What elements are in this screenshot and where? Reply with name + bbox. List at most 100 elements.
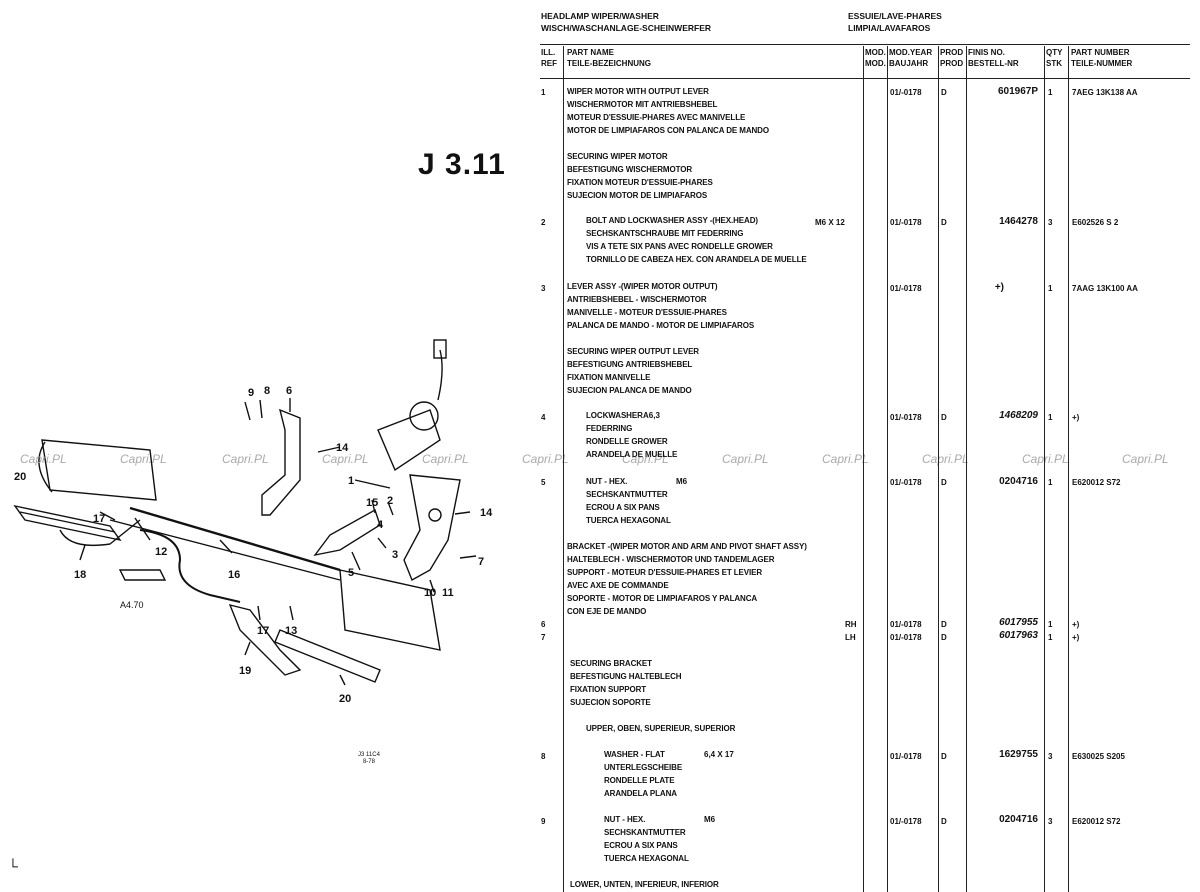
model-year: 01/-0178 bbox=[890, 817, 922, 826]
qty: 3 bbox=[1048, 218, 1053, 227]
row-ref: 5 bbox=[541, 478, 546, 487]
col-divider bbox=[1044, 46, 1045, 892]
title-en-de: HEADLAMP WIPER/WASHER WISCH/WASCHANLAGE-… bbox=[541, 10, 711, 34]
svg-text:11: 11 bbox=[442, 587, 454, 599]
svg-text:19: 19 bbox=[239, 665, 251, 677]
prod: D bbox=[941, 633, 947, 642]
qty: 1 bbox=[1048, 620, 1053, 629]
qty: 1 bbox=[1048, 633, 1053, 642]
table-top-rule bbox=[540, 44, 1190, 45]
part-number: +) bbox=[1072, 633, 1080, 642]
right-wiper-blade-shape bbox=[274, 629, 381, 683]
part-number: +) bbox=[1072, 413, 1080, 422]
svg-text:15: 15 bbox=[366, 497, 378, 509]
svg-text:6: 6 bbox=[286, 385, 292, 397]
row-ref: 7 bbox=[541, 633, 546, 642]
model-year: 01/-0178 bbox=[890, 284, 922, 293]
svg-text:16: 16 bbox=[228, 569, 240, 581]
header-model: MOD.MOD. bbox=[865, 48, 886, 68]
watermark-5: Capri.PL bbox=[422, 452, 469, 466]
part-number: 7AEG 13K138 AA bbox=[1072, 88, 1138, 97]
row-ref: 6 bbox=[541, 620, 546, 629]
svg-text:18: 18 bbox=[74, 569, 86, 581]
finis-no: 0204716 bbox=[999, 476, 1038, 487]
title-es: LIMPIA/LAVAFAROS bbox=[848, 23, 931, 33]
upper-bracket-shape bbox=[261, 408, 301, 516]
watermark-8: Capri.PL bbox=[722, 452, 769, 466]
row-ref: 8 bbox=[541, 752, 546, 761]
model-year: 01/-0178 bbox=[890, 88, 922, 97]
watermark-9: Capri.PL bbox=[822, 452, 869, 466]
title-en: HEADLAMP WIPER/WASHER bbox=[541, 11, 659, 21]
drawing-code-line-2: 8-78 bbox=[362, 759, 375, 765]
spec: 6,4 X 17 bbox=[704, 750, 734, 759]
col-divider bbox=[887, 46, 888, 892]
watermark-6: Capri.PL bbox=[522, 452, 569, 466]
qty: 1 bbox=[1048, 478, 1053, 487]
left-wiper-blade-shape bbox=[13, 504, 122, 542]
svg-text:12: 12 bbox=[155, 546, 167, 558]
part-number: E630025 S205 bbox=[1072, 752, 1125, 761]
ref-note: A4.70 bbox=[120, 600, 144, 610]
col-divider bbox=[966, 46, 967, 892]
row-ref: 1 bbox=[541, 88, 546, 97]
watermark-10: Capri.PL bbox=[922, 452, 969, 466]
finis-no: 1468209 bbox=[999, 410, 1038, 421]
row-ref: 3 bbox=[541, 284, 546, 293]
title-fr-es: ESSUIE/LAVE-PHARES LIMPIA/LAVAFAROS bbox=[848, 10, 942, 34]
sub-heading: UPPER, OBEN, SUPERIEUR, SUPERIOR bbox=[586, 724, 736, 733]
motor-bracket-shape bbox=[403, 474, 461, 581]
title-de: WISCH/WASCHANLAGE-SCHEINWERFER bbox=[541, 23, 711, 33]
model-year: 01/-0178 bbox=[890, 218, 922, 227]
wiper-motor-shape bbox=[377, 409, 441, 472]
prod: D bbox=[941, 88, 947, 97]
finis-no: 1464278 bbox=[999, 216, 1038, 227]
row-ref: 4 bbox=[541, 413, 546, 422]
header-finis: FINIS NO.BESTELL-NR bbox=[968, 48, 1019, 68]
right-wiper-arm-shape bbox=[228, 603, 302, 676]
output-lever-shape bbox=[313, 508, 381, 557]
title-fr: ESSUIE/LAVE-PHARES bbox=[848, 11, 942, 21]
left-headlamp-shape bbox=[41, 439, 157, 501]
qty: 3 bbox=[1048, 817, 1053, 826]
prod: D bbox=[941, 620, 947, 629]
finis-no: +) bbox=[994, 282, 1004, 293]
svg-text:14: 14 bbox=[480, 507, 493, 519]
watermark-3: Capri.PL bbox=[222, 452, 269, 466]
page-code: J 3.11 bbox=[418, 148, 506, 181]
row-ref: 2 bbox=[541, 218, 546, 227]
svg-text:1: 1 bbox=[348, 475, 354, 487]
model-year: 01/-0178 bbox=[890, 478, 922, 487]
svg-text:4: 4 bbox=[377, 519, 384, 531]
watermark-11: Capri.PL bbox=[1022, 452, 1069, 466]
svg-text:17: 17 bbox=[93, 513, 105, 525]
svg-text:13: 13 bbox=[285, 625, 297, 637]
model-year: 01/-0178 bbox=[890, 633, 922, 642]
right-headlamp-shape bbox=[339, 569, 441, 651]
watermark-2: Capri.PL bbox=[120, 452, 167, 466]
model-year: 01/-0178 bbox=[890, 620, 922, 629]
svg-text:17: 17 bbox=[257, 625, 269, 637]
watermark-4: Capri.PL bbox=[322, 452, 369, 466]
finis-no: 6017955 bbox=[999, 617, 1038, 628]
svg-text:14: 14 bbox=[336, 442, 349, 454]
finis-no: 0204716 bbox=[999, 814, 1038, 825]
qty: 1 bbox=[1048, 88, 1053, 97]
col-divider bbox=[938, 46, 939, 892]
svg-text:10: 10 bbox=[424, 587, 436, 599]
svg-text:3: 3 bbox=[392, 549, 398, 561]
watermark-1: Capri.PL bbox=[20, 452, 67, 466]
qty: 1 bbox=[1048, 413, 1053, 422]
drawing-code: J3 11C4 8-78 bbox=[358, 752, 380, 766]
linkage-shaft-shape bbox=[129, 506, 341, 572]
side: LH bbox=[845, 633, 856, 642]
